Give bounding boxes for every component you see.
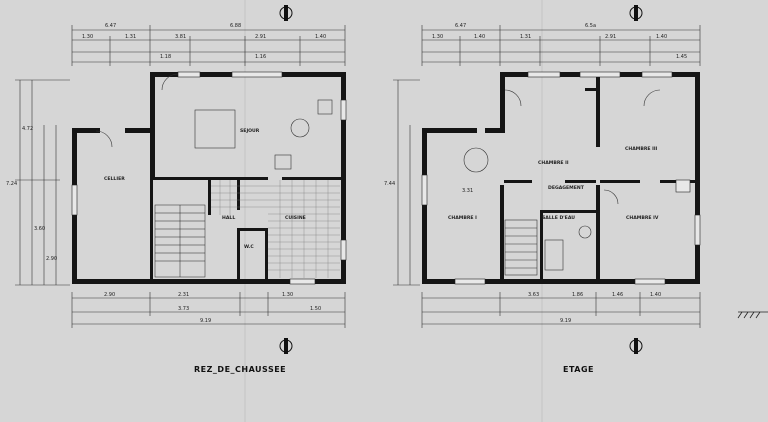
upper-dim-bottom-5: 9.19 <box>560 318 571 324</box>
room-label-sejour: SEJOUR <box>240 128 260 134</box>
ground-left-dimension-lines <box>15 79 70 286</box>
upper-top-dimension-lines <box>421 25 701 66</box>
upper-dim-top-5: 1.31 <box>520 34 531 40</box>
upper-walls <box>422 72 700 284</box>
upper-dim-left-2: 3.31 <box>462 188 473 194</box>
ground-bottom-dimension-lines <box>71 292 346 328</box>
ground-dim-top-2: 6.88 <box>230 23 241 29</box>
room-label-salle-deau: SALLE D'EAU <box>542 215 575 221</box>
upper-section-marker-top <box>629 5 643 21</box>
upper-dim-bottom-1: 3.63 <box>528 292 539 298</box>
upper-left-dimension-lines <box>393 79 420 286</box>
upper-floor-title: ETAGE <box>563 365 594 374</box>
ground-windows <box>71 71 347 285</box>
ground-hatch-mark <box>737 311 768 319</box>
ground-dim-top-8: 1.18 <box>160 54 171 60</box>
ground-furniture <box>95 73 333 170</box>
ground-dim-top-7: 1.40 <box>315 34 326 40</box>
ground-dim-bottom-5: 3.73 <box>178 306 189 312</box>
ground-tile-floor <box>211 180 340 278</box>
room-label-chambre-4: CHAMBRE IV <box>626 215 659 221</box>
ground-dim-top-5: 3.81 <box>175 34 186 40</box>
upper-floor-plan: 6.47 6.5a 1.30 1.40 1.31 2.91 1.40 1.45 … <box>384 5 701 374</box>
upper-dim-top-1: 6.47 <box>455 23 466 29</box>
ground-dim-bottom-6: 9.19 <box>200 318 211 324</box>
upper-fixtures <box>463 89 661 276</box>
room-label-cuisine: CUISINE <box>285 215 306 221</box>
ground-section-marker-top <box>279 5 293 21</box>
upper-section-marker-bottom <box>629 338 643 354</box>
upper-dim-top-2: 6.5a <box>585 23 596 29</box>
room-label-chambre-3: CHAMBRE III <box>625 146 658 152</box>
upper-dim-bottom-4: 1.40 <box>650 292 661 298</box>
room-label-wc: W.C <box>244 244 254 250</box>
ground-top-dimension-lines <box>71 25 346 66</box>
ground-dim-top-3: 1.30 <box>82 34 93 40</box>
upper-dim-top-3: 1.30 <box>432 34 443 40</box>
ground-floor-title: REZ_DE_CHAUSSEE <box>194 365 286 374</box>
room-label-chambre-2: CHAMBRE II <box>538 160 569 166</box>
ground-dim-left-3: 3.60 <box>34 226 45 232</box>
room-label-chambre-1: CHAMBRE I <box>448 215 477 221</box>
ground-dim-top-1: 6.47 <box>105 23 116 29</box>
ground-dim-left-4: 2.90 <box>46 256 57 262</box>
room-label-hall: HALL <box>222 215 235 221</box>
upper-dim-bottom-2: 1.86 <box>572 292 583 298</box>
upper-bottom-dimension-lines <box>421 292 701 328</box>
ground-dim-top-4: 1.31 <box>125 34 136 40</box>
ground-section-marker-bottom <box>279 338 293 354</box>
ground-dim-top-6: 2.91 <box>255 34 266 40</box>
ground-dim-bottom-1: 2.90 <box>104 292 115 298</box>
upper-dim-top-8: 1.45 <box>676 54 687 60</box>
ground-floor-plan: 6.47 6.88 1.30 1.31 3.81 2.91 1.40 1.18 … <box>6 5 347 374</box>
upper-dim-top-7: 1.40 <box>656 34 667 40</box>
room-label-cellier: CELLIER <box>104 176 125 182</box>
upper-dim-left-1: 7.44 <box>384 181 395 187</box>
ground-dim-left-2: 4.72 <box>22 126 33 132</box>
ground-dim-bottom-4: 1.50 <box>310 306 321 312</box>
ground-staircase <box>154 204 206 278</box>
upper-dim-top-6: 2.91 <box>605 34 616 40</box>
room-label-degagement: DEGAGEMENT <box>548 185 585 191</box>
upper-dim-bottom-3: 1.46 <box>612 292 623 298</box>
ground-dim-bottom-3: 1.30 <box>282 292 293 298</box>
ground-dim-bottom-2: 2.31 <box>178 292 189 298</box>
ground-dim-top-9: 1.16 <box>255 54 266 60</box>
upper-windows <box>421 71 701 285</box>
ground-dim-left-1: 7.24 <box>6 181 17 187</box>
upper-dim-top-4: 1.40 <box>474 34 485 40</box>
